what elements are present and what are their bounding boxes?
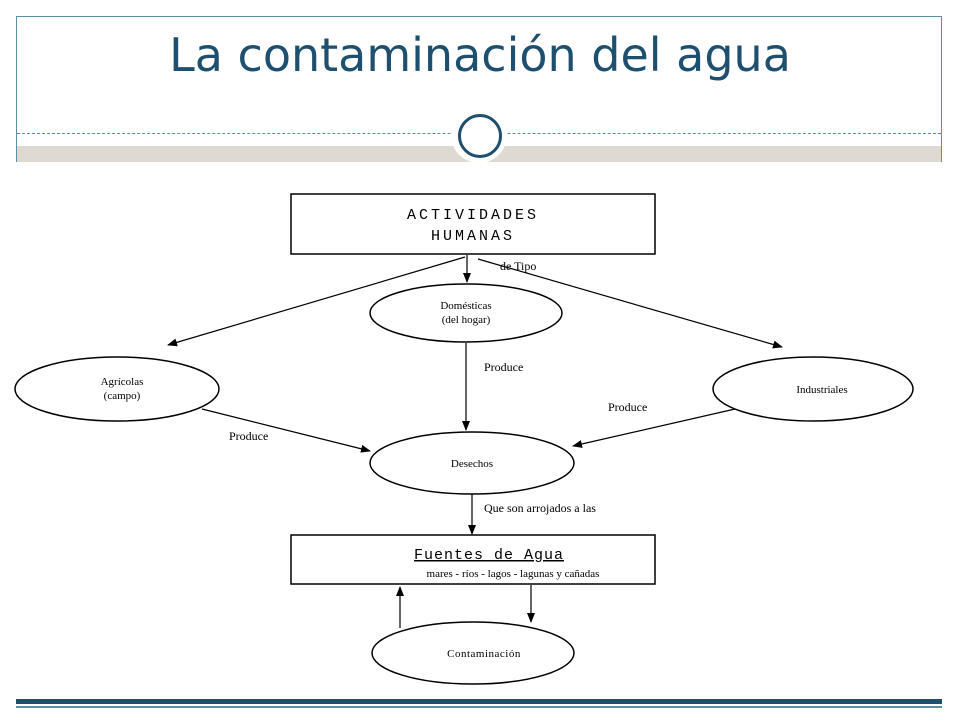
desechos-label: Desechos (451, 458, 493, 470)
actividades-humanas-line1: ACTIVIDADES (407, 207, 539, 224)
actividades-humanas-line2: HUMANAS (431, 228, 515, 245)
contaminacion-node (371, 621, 575, 685)
domesticas-line1: Domésticas (440, 300, 491, 312)
circle-ornament-icon (458, 114, 502, 158)
arrow-to-industriales (477, 258, 783, 349)
actividades-humanas-box (290, 193, 656, 255)
fuentes-title: Fuentes de Agua (414, 547, 564, 564)
arrow-to-agricolas (167, 256, 466, 347)
produce-right-label: Produce (608, 400, 647, 414)
agricolas-node (14, 356, 220, 422)
arrow-industriales-to-desechos (572, 408, 736, 448)
footer-rule-secondary (16, 706, 942, 708)
industriales-label: Industriales (796, 384, 847, 396)
footer-rule (16, 699, 942, 704)
slide-title: La contaminación del agua (169, 28, 791, 82)
arrojados-label: Que son arrojados a las (484, 501, 596, 515)
domesticas-node (369, 283, 563, 343)
industriales-node (712, 356, 914, 422)
agricolas-line2: (campo) (104, 390, 141, 402)
produce-left-label: Produce (229, 429, 268, 443)
domesticas-line2: (del hogar) (442, 314, 491, 326)
arrow-agricolas-to-desechos (201, 408, 371, 453)
de-tipo-label: de Tipo (500, 259, 536, 273)
title-frame (16, 16, 942, 162)
contaminacion-label: Contaminación (447, 648, 521, 660)
agricolas-line1: Agrícolas (101, 376, 144, 388)
produce-center-label: Produce (484, 360, 523, 374)
fuentes-de-agua-box (290, 534, 656, 585)
fuentes-subtitle: mares - ríos - lagos - lagunas y cañadas (427, 568, 600, 580)
